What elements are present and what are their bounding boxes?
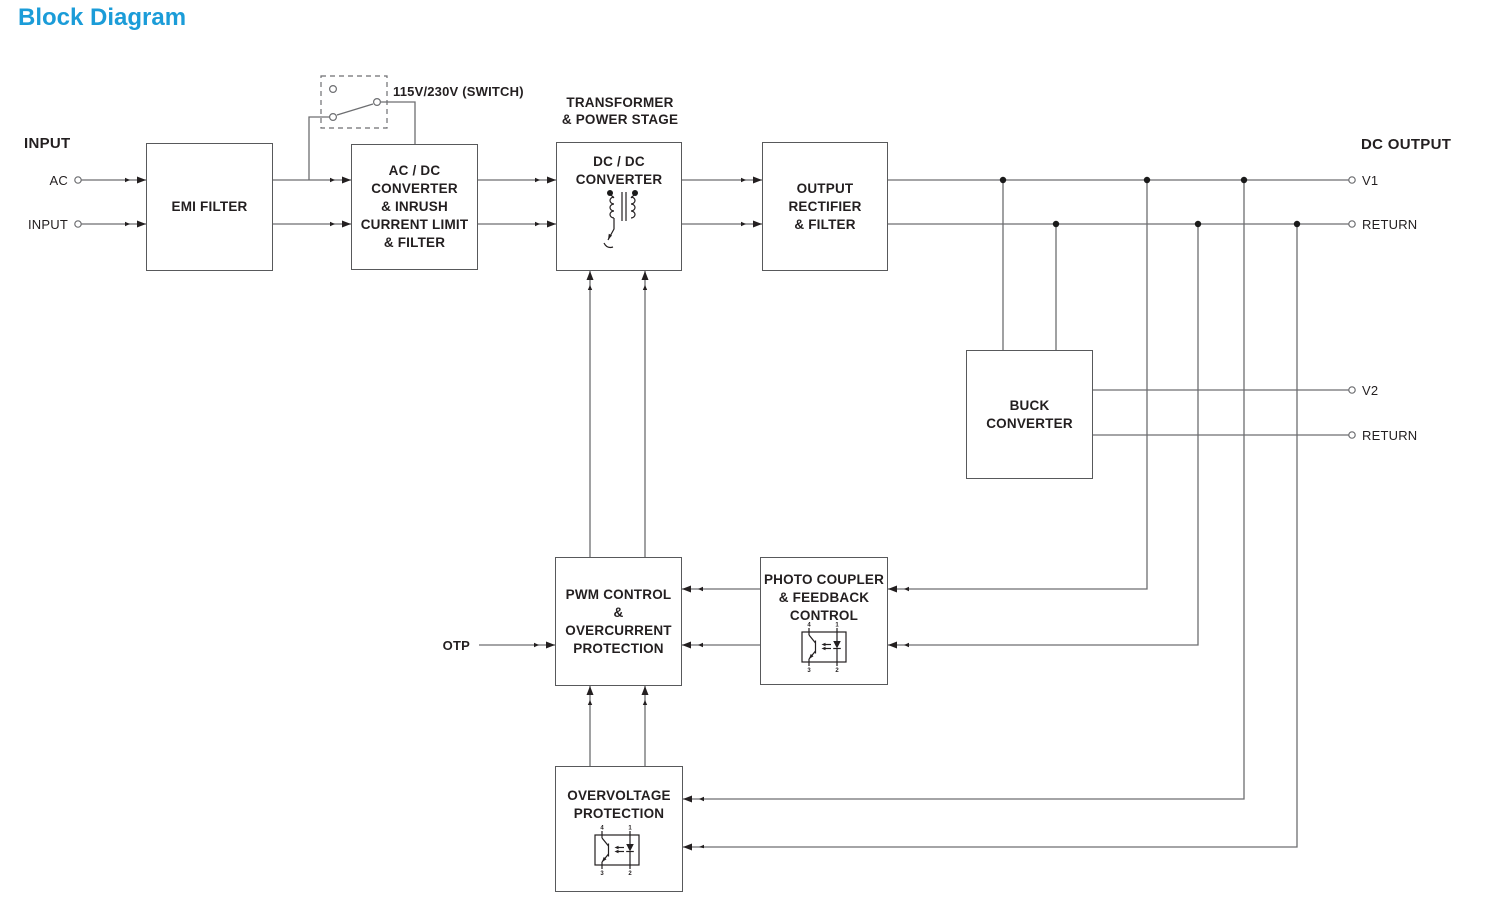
junction-dots bbox=[999, 176, 1301, 228]
transformer-stage-label: TRANSFORMER & POWER STAGE bbox=[510, 95, 730, 128]
dc-output-heading: DC OUTPUT bbox=[1361, 136, 1452, 153]
block-label-line: CONVERTER bbox=[371, 181, 458, 196]
block-overvoltage-protection: OVERVOLTAGE PROTECTION bbox=[555, 766, 683, 892]
terminal-label-input: INPUT bbox=[28, 217, 68, 232]
block-label-line: PWM CONTROL bbox=[565, 586, 672, 602]
page-title: Block Diagram bbox=[18, 4, 187, 31]
block-label-line: AC / DC bbox=[388, 163, 441, 178]
block-acdc-converter: AC / DC CONVERTER & INRUSH CURRENT LIMIT… bbox=[351, 144, 478, 270]
terminal-label-return1: RETURN bbox=[1362, 217, 1418, 232]
block-label-line: EMI FILTER bbox=[171, 199, 248, 214]
block-label-line: OVERVOLTAGE bbox=[567, 788, 671, 803]
arrowheads bbox=[125, 176, 909, 851]
stage-label-line2: & POWER STAGE bbox=[561, 111, 679, 127]
terminal-label-v1: V1 bbox=[1362, 173, 1379, 188]
input-heading: INPUT bbox=[24, 135, 71, 152]
block-label-line: DC / DC bbox=[593, 154, 645, 169]
block-dcdc-converter: DC / DC CONVERTER bbox=[556, 142, 682, 271]
terminal-label-return2: RETURN bbox=[1362, 428, 1418, 443]
otp-label: OTP bbox=[442, 638, 470, 653]
block-label-line: & INRUSH bbox=[381, 199, 448, 214]
block-label-line: PROTECTION bbox=[573, 640, 664, 656]
feedback-wires bbox=[479, 180, 1298, 848]
block-label-line: BUCK bbox=[1009, 397, 1050, 413]
block-emi-filter: EMI FILTER bbox=[146, 143, 273, 271]
block-label-line: OVERCURRENT bbox=[565, 622, 672, 638]
block-photo-coupler: PHOTO COUPLER & FEEDBACK CONTROL bbox=[760, 557, 888, 685]
block-label-line: PROTECTION bbox=[573, 806, 665, 821]
block-label-line: CONTROL bbox=[789, 608, 859, 623]
block-buck-converter: BUCK CONVERTER bbox=[966, 350, 1093, 479]
block-label-line: RECTIFIER bbox=[788, 198, 862, 214]
voltage-switch-label: 115V/230V (SWITCH) bbox=[393, 84, 524, 99]
block-pwm-control: PWM CONTROL & OVERCURRENT PROTECTION bbox=[555, 557, 682, 686]
block-label-line: & FEEDBACK bbox=[778, 590, 870, 605]
block-label-line: OUTPUT bbox=[796, 180, 854, 196]
block-label-line: & bbox=[613, 604, 624, 620]
block-label-line: & FILTER bbox=[794, 216, 856, 232]
block-label-line: CONVERTER bbox=[575, 172, 663, 187]
block-label-line: CURRENT LIMIT bbox=[360, 217, 469, 232]
terminal-label-ac: AC bbox=[49, 173, 68, 188]
block-label-line: PHOTO COUPLER bbox=[763, 572, 885, 587]
block-output-rectifier: OUTPUT RECTIFIER & FILTER bbox=[762, 142, 888, 271]
terminal-label-v2: V2 bbox=[1362, 383, 1379, 398]
block-label-line: CONVERTER bbox=[986, 415, 1073, 431]
stage-label-line1: TRANSFORMER bbox=[566, 95, 674, 110]
dc-output-bus-wires bbox=[888, 179, 1349, 436]
block-label-line: & FILTER bbox=[383, 235, 446, 250]
